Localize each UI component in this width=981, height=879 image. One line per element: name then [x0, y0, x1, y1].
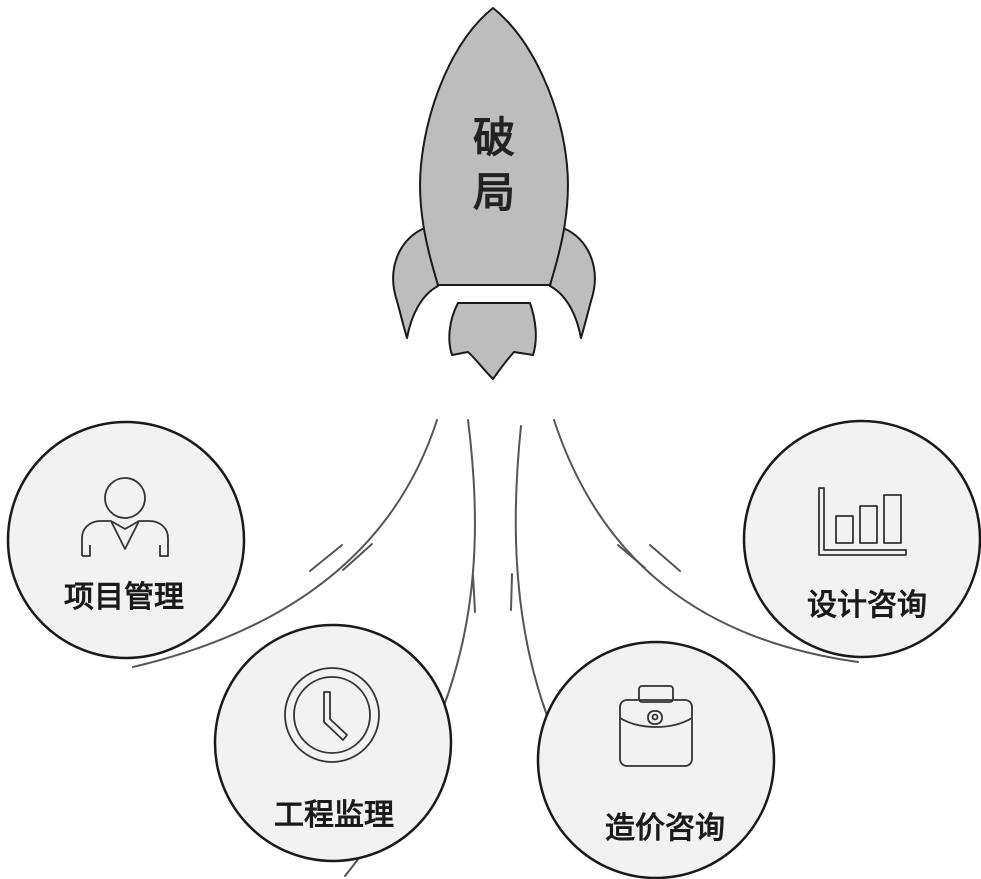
node-label: 设计咨询	[807, 588, 927, 623]
speed-dash	[309, 544, 343, 572]
rocket-left-fin	[392, 227, 439, 339]
node-label: 造价咨询	[605, 811, 725, 846]
clock-icon	[284, 667, 380, 763]
node-circle	[742, 419, 981, 659]
node-engineering-supervision: 工程监理	[213, 623, 453, 863]
speed-dash	[617, 544, 646, 569]
trail-left	[132, 419, 438, 668]
speed-dash	[649, 544, 681, 572]
speed-dash	[510, 573, 513, 611]
rocket-label-top: 破	[473, 113, 515, 162]
person-icon	[81, 477, 169, 557]
briefcase-icon	[619, 685, 693, 767]
node-design-consulting: 设计咨询	[742, 419, 981, 659]
rocket-body	[419, 7, 569, 286]
node-label: 工程监理	[274, 798, 394, 833]
trail-right	[553, 419, 859, 663]
rocket-right-fin	[549, 227, 596, 339]
rocket-label-bottom: 局	[473, 168, 515, 217]
node-cost-consulting: 造价咨询	[536, 640, 776, 879]
speed-dash	[472, 574, 476, 613]
node-circle	[536, 640, 776, 879]
speed-dash	[342, 543, 373, 571]
node-circle	[213, 623, 453, 863]
node-project-management: 项目管理	[6, 420, 246, 660]
rocket-exhaust	[448, 302, 537, 380]
node-circle	[6, 420, 246, 660]
node-label: 项目管理	[64, 580, 184, 615]
rocket	[392, 7, 596, 380]
bar-chart-icon	[818, 487, 907, 556]
